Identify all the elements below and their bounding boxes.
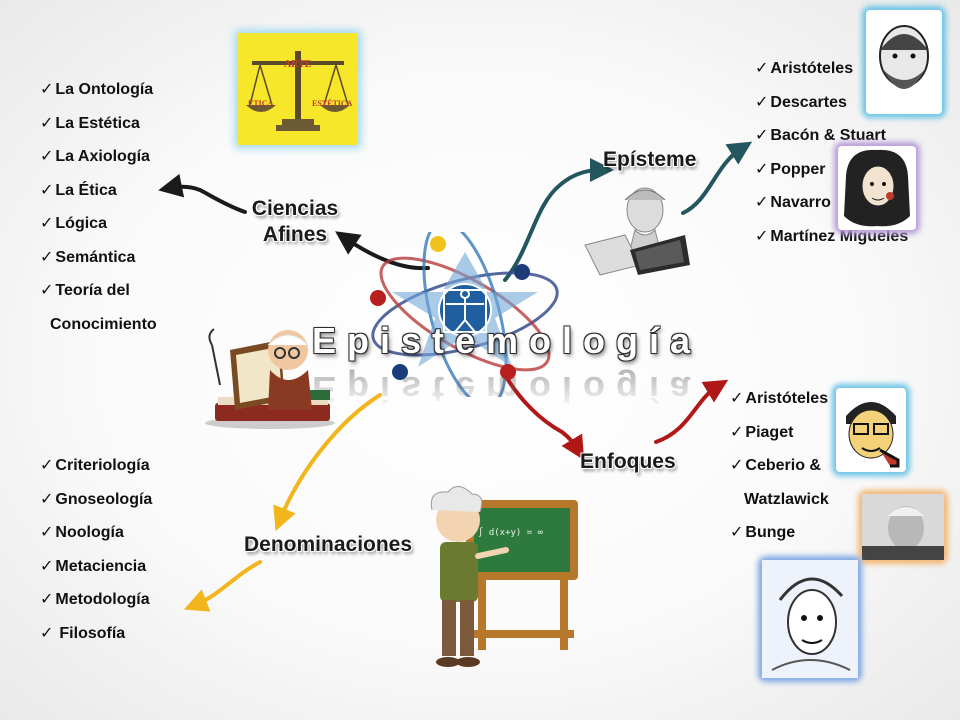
ciencias-afines-list: ✓La Ontología ✓La Estética ✓La Axiología… [40,73,157,341]
check-icon: ✓ [40,282,54,299]
electron-yellow [430,236,446,252]
list-item: ✓Noología [40,516,152,550]
list-item: ✓Descartes [755,86,908,120]
check-icon: ✓ [40,81,54,98]
list-item: ✓Piaget [730,416,829,450]
vitruvian-man-icon [443,289,487,333]
scales-left-label: ÉTICA [248,99,274,108]
list-item: ✓La Ontología [40,73,157,107]
check-icon: ✓ [40,591,54,608]
arrow-ciencias-list [158,173,247,214]
greek-bust-illustration [584,187,690,276]
scales-image: ARTE ÉTICA ESTÉTICA [238,33,358,145]
check-icon: ✓ [755,93,769,111]
denominaciones-list: ✓Criteriología ✓Gnoseología ✓Noología ✓M… [40,449,152,650]
list-item: ✓Gnoseología [40,483,152,517]
scales-top-label: ARTE [284,59,312,70]
check-icon: ✓ [40,457,54,474]
list-item: ✓Lógica [40,207,157,241]
branch-ciencias-line1: Ciencias [251,197,339,220]
descartes-portrait [838,146,916,230]
branch-episteme: Epísteme [603,148,697,171]
atom-logo [370,232,559,397]
branch-ciencias-line2: Afines [262,223,328,246]
branch-enfoques: Enfoques [580,450,676,473]
electron-red-bottom [500,364,516,380]
check-icon: ✓ [730,524,744,541]
piaget-portrait [836,388,906,472]
arrow-center-episteme [503,158,614,282]
check-icon: ✓ [755,227,769,245]
check-icon: ✓ [730,423,744,441]
check-icon: ✓ [730,390,744,407]
list-item: ✓Bunge [730,516,829,550]
check-icon: ✓ [40,624,54,642]
elderly-man-photo-icon [862,494,944,560]
list-item: ✓Martínez Migueles [755,220,908,254]
list-item-continuation: Conocimiento [50,315,157,333]
arrow-center-enfoques [503,373,585,461]
list-item: ✓Metaciencia [40,550,152,584]
check-icon: ✓ [755,60,769,77]
check-icon: ✓ [40,148,54,165]
chalkboard-formula: ∫ d(x+y) = ∞ [478,528,544,538]
check-icon: ✓ [40,114,54,132]
branch-ciencias-afines: Ciencias Afines [240,196,350,248]
list-item: ✓Aristóteles [755,52,908,86]
check-icon: ✓ [755,160,769,178]
arrow-center-denominaciones [273,393,382,532]
aristotle-portrait [866,10,942,114]
episteme-list: ✓Aristóteles ✓Descartes ✓Bacón & Stuart … [755,52,908,253]
check-icon: ✓ [40,215,54,232]
center-title-reflection: Epistemología [312,369,702,410]
check-icon: ✓ [40,181,54,199]
list-item: ✓Navarro [755,186,908,220]
check-icon: ✓ [40,557,54,575]
electron-red-left [370,290,386,306]
scholar-reading-illustration [205,328,335,429]
electron-navy-right [514,264,530,280]
list-item: ✓Teoría del [40,274,157,308]
list-item: ✓Metodología [40,583,152,617]
arrow-enfoques-list [654,379,729,444]
list-item: ✓Filosofía [40,617,152,651]
list-item-continuation: Watzlawick [744,490,829,508]
list-item: ✓Semántica [40,241,157,275]
list-item: ✓La Estética [40,107,157,141]
list-item: ✓Bacón & Stuart [755,119,908,153]
check-icon: ✓ [730,457,744,474]
check-icon: ✓ [40,490,54,508]
check-icon: ✓ [755,127,769,144]
bearded-man-icon [879,25,929,89]
caricature-man-icon [762,560,858,678]
list-item: ✓Popper [755,153,908,187]
enfoques-list: ✓Aristóteles ✓Piaget ✓Ceberio & Watzlawi… [730,382,829,550]
einstein-chalkboard-illustration: ∫ d(x+y) = ∞ [418,480,588,680]
watzlawick-portrait [862,494,944,560]
check-icon: ✓ [40,248,54,266]
curly-hair-man-icon [844,149,910,227]
man-with-pipe-icon [846,402,900,468]
scales-right-label: ESTÉTICA [312,99,353,108]
branch-denominaciones: Denominaciones [244,533,413,556]
list-item: ✓La Ética [40,174,157,208]
arrow-denominaciones-list [183,560,262,612]
scales-icon [246,51,350,131]
list-item: ✓Ceberio & [730,449,829,483]
check-icon: ✓ [40,524,54,541]
electron-navy-bottom [392,364,408,380]
chalkboard-icon [430,486,578,667]
bunge-portrait [762,560,858,678]
center-title: Epistemología [312,320,702,361]
check-icon: ✓ [755,194,769,211]
list-item: ✓Aristóteles [730,382,829,416]
arrow-episteme-list [681,141,753,215]
arrow-center-ciencias [335,231,430,271]
list-item: ✓La Axiología [40,140,157,174]
list-item: ✓Criteriología [40,449,152,483]
